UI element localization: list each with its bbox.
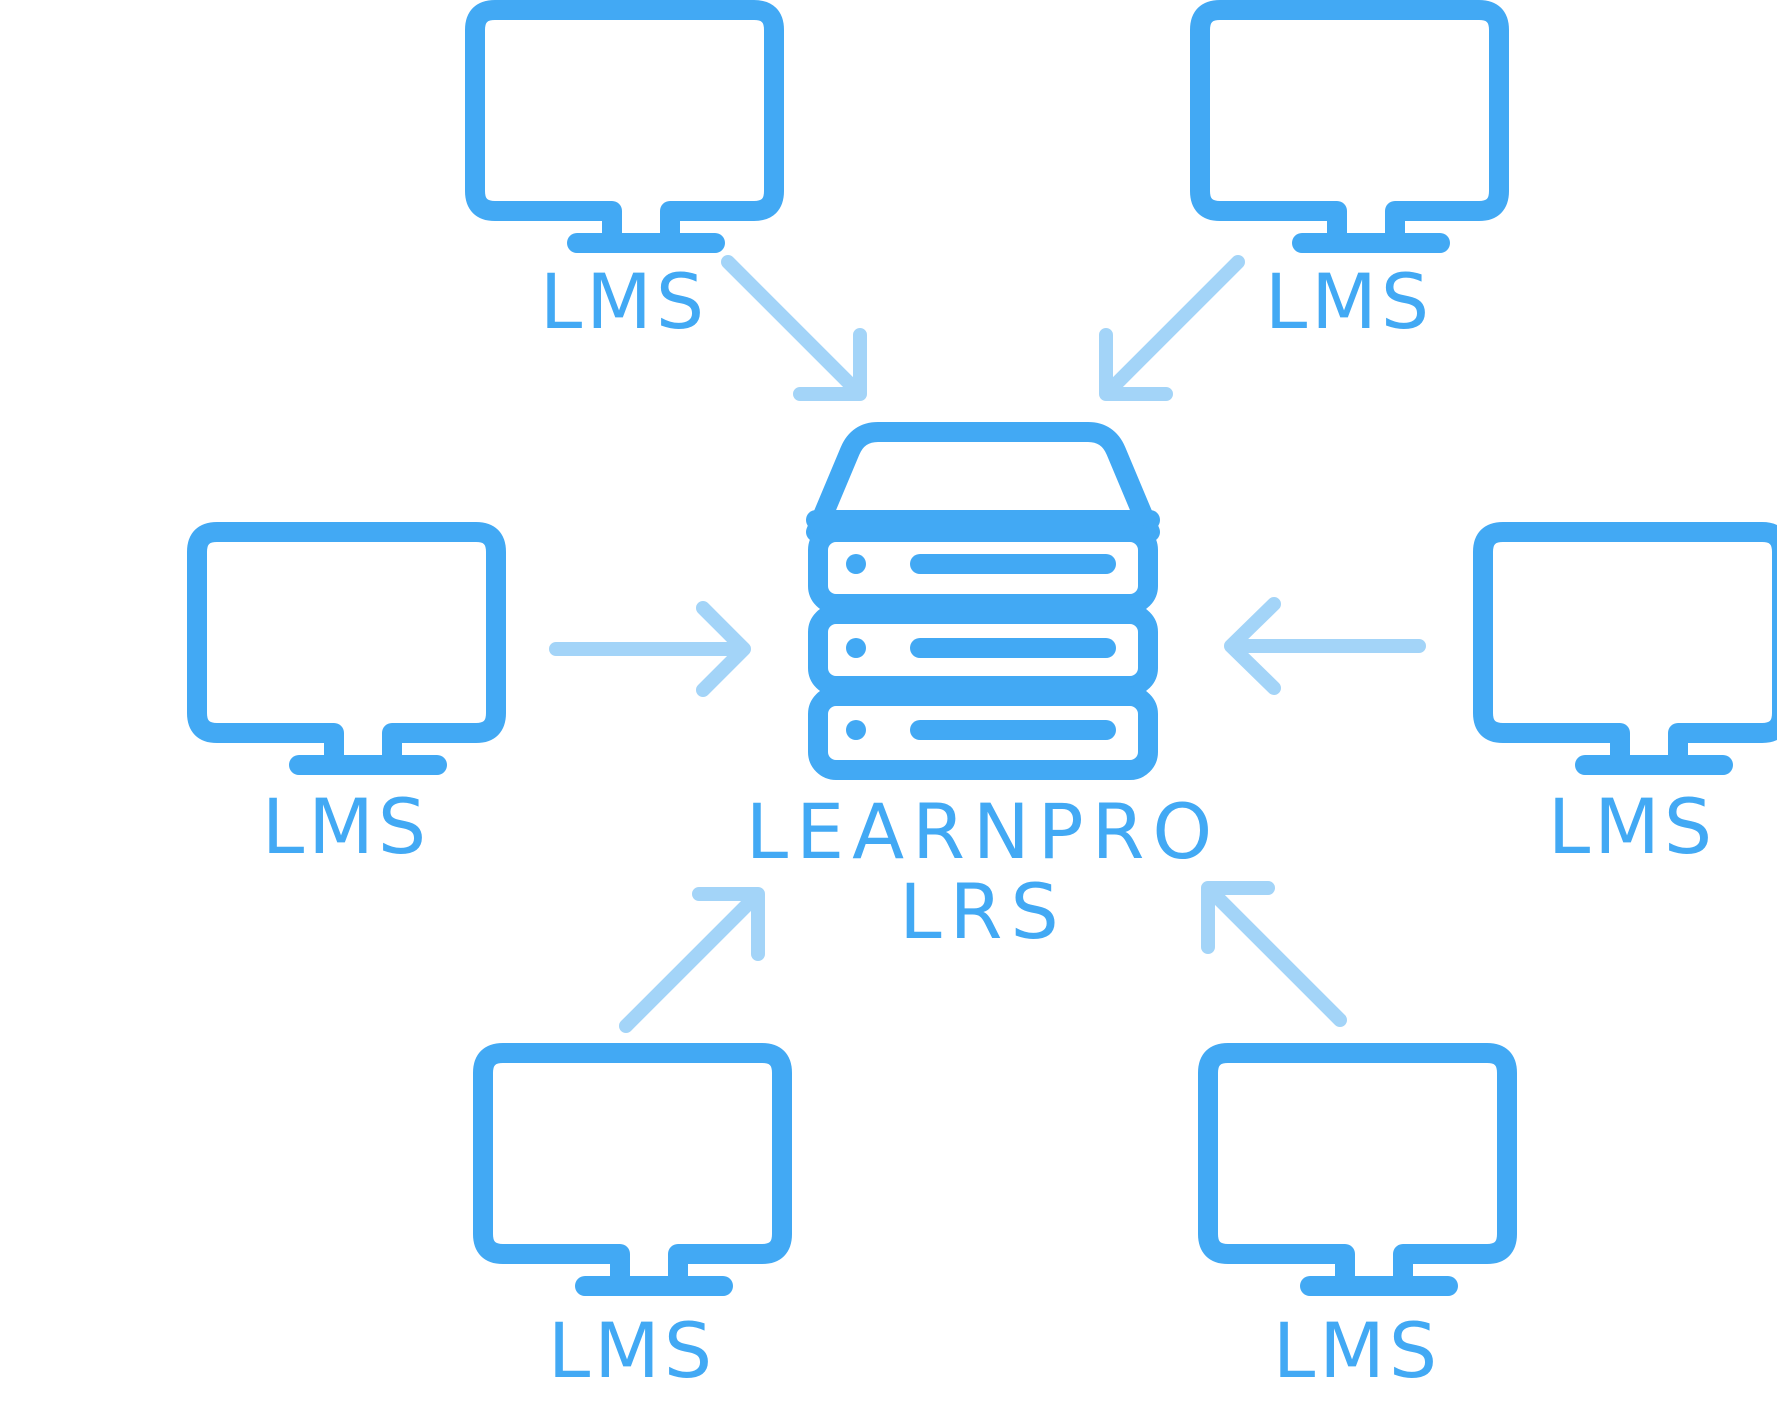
monitor-icon [465, 0, 784, 253]
monitor-bottom-left: LMS [473, 1043, 792, 1395]
monitor-top-left: LMS [465, 0, 784, 346]
monitor-icon [1198, 1043, 1517, 1296]
monitor-icon [1190, 0, 1509, 253]
lms-label: LMS [1273, 1306, 1441, 1395]
arrow-icon [619, 887, 765, 1033]
monitor-icon [473, 1043, 792, 1296]
server: LEARNPRO LRS [746, 422, 1220, 956]
arrow-top-right [1099, 255, 1245, 401]
monitor-icon [187, 522, 506, 775]
monitor-middle-right: LMS [1473, 522, 1777, 871]
arrow-middle-right [1224, 597, 1426, 695]
monitor-middle-left: LMS [187, 522, 506, 871]
server-label-line2: LRS [899, 867, 1066, 956]
monitor-icon [1473, 522, 1777, 775]
lms-label: LMS [262, 782, 430, 871]
arrow-icon [1099, 255, 1245, 401]
arrow-bottom-right [1201, 881, 1347, 1027]
server-label-line1: LEARNPRO [746, 787, 1220, 876]
arrow-icon [1224, 597, 1426, 695]
monitor-bottom-right: LMS [1198, 1043, 1517, 1395]
lms-label: LMS [1548, 782, 1716, 871]
arrow-bottom-left [619, 887, 765, 1033]
lms-label: LMS [1265, 257, 1433, 346]
arrow-middle-left [549, 601, 751, 697]
arrow-top-left [721, 255, 867, 401]
server-icon [806, 422, 1160, 780]
lms-label: LMS [540, 257, 708, 346]
monitor-top-right: LMS [1190, 0, 1509, 346]
lms-label: LMS [548, 1306, 716, 1395]
arrow-icon [1201, 881, 1347, 1027]
arrow-icon [721, 255, 867, 401]
arrow-icon [549, 601, 751, 697]
